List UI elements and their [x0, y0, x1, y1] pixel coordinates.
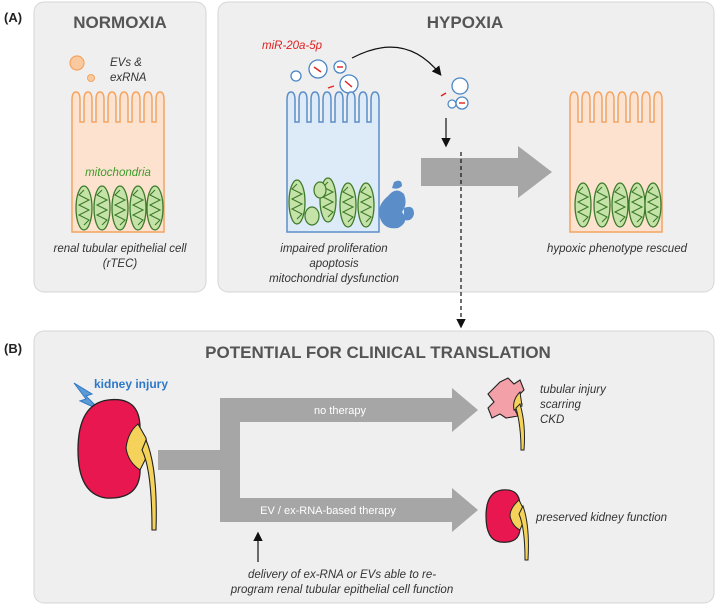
- evs-label-line1: EVs &: [110, 57, 142, 69]
- clinical-title: POTENTIAL FOR CLINICAL TRANSLATION: [205, 343, 551, 362]
- branch-arrows: [158, 388, 478, 532]
- therapy-label: EV / ex-RNA-based therapy: [260, 505, 396, 517]
- apoptotic-body-icon: [379, 180, 414, 229]
- vesicle-cluster-target: [440, 77, 469, 110]
- rescued-label: hypoxic phenotype rescued: [547, 243, 688, 255]
- effect-apoptosis: apoptosis: [309, 258, 358, 270]
- kidney-injury-label: kidney injury: [94, 377, 168, 391]
- rescue-arrow: [421, 146, 552, 198]
- outcome-tubular-injury: tubular injury: [540, 384, 607, 396]
- panel-a-letter: (A): [4, 10, 22, 25]
- clinical-panel: [33, 330, 715, 604]
- normoxia-title: NORMOXIA: [73, 13, 167, 32]
- panel-b-letter: (B): [4, 341, 22, 356]
- evs-label-line2: exRNA: [110, 72, 147, 84]
- ev-small-icon: [87, 74, 95, 82]
- hypoxia-title: HYPOXIA: [427, 13, 504, 32]
- rescued-mitochondria: [574, 182, 662, 228]
- hypoxic-mitochondria: [288, 177, 375, 228]
- effect-mitochondrial-dysfunction: mitochondrial dysfunction: [269, 273, 399, 285]
- ev-large-icon: [69, 55, 85, 71]
- mirna-label: miR-20a-5p: [262, 40, 323, 52]
- ev-transfer-arrow: [351, 46, 442, 76]
- damaged-kidney-icon: [487, 377, 525, 451]
- healthy-kidney-icon: [485, 489, 529, 561]
- outcome-preserved-function: preserved kidney function: [535, 512, 667, 524]
- delivery-label-line2: program renal tubular epithelial cell fu…: [230, 584, 453, 596]
- rtec-label-line1: renal tubular epithelial cell: [54, 243, 187, 255]
- mitochondria-label: mitochondria: [85, 167, 151, 179]
- effect-impaired-proliferation: impaired proliferation: [280, 243, 387, 255]
- kidney-icon: [77, 398, 157, 531]
- outcome-ckd: CKD: [540, 414, 564, 426]
- delivery-label-line1: delivery of ex-RNA or EVs able to re-: [248, 569, 436, 581]
- no-therapy-label: no therapy: [314, 405, 366, 417]
- vesicle-cluster-source: [290, 59, 359, 94]
- normal-mitochondria: [75, 185, 164, 231]
- rtec-label-line2: (rTEC): [103, 258, 138, 270]
- outcome-scarring: scarring: [540, 399, 582, 411]
